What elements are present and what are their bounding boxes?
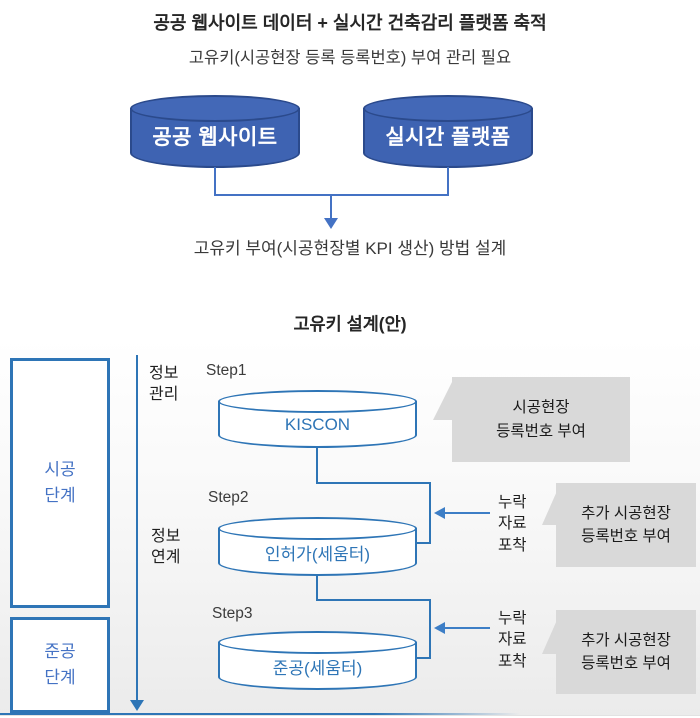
bottom-divider — [0, 715, 700, 716]
phase-label: 시공 단계 — [44, 459, 76, 505]
connector-line — [417, 542, 431, 544]
step1-label: Step1 — [206, 362, 247, 379]
connector-line — [429, 482, 431, 544]
connector-line — [429, 599, 431, 659]
flow-arrowhead-icon — [130, 700, 144, 711]
bottom-divider-accent — [0, 713, 520, 715]
database-inhuga-seumter: 인허가(세움터) — [218, 517, 417, 576]
phase-label: 준공 단계 — [44, 641, 76, 687]
connector-line — [214, 167, 216, 196]
missing-data-label: 누락 자료 포착 — [498, 494, 527, 554]
missing-data-arrow-line — [445, 627, 490, 629]
connector-line — [316, 447, 318, 484]
database-label: 실시간 플랫폼 — [385, 126, 511, 149]
connector-line — [316, 482, 431, 484]
cylinder-top — [363, 95, 533, 122]
database-realtime-platform: 실시간 플랫폼 — [363, 95, 533, 168]
left-arrowhead-icon — [434, 507, 445, 519]
callout-site-registration: 시공현장 등록번호 부여 — [452, 377, 630, 462]
callout-additional-site-2: 추가 시공현장 등록번호 부여 — [556, 610, 696, 694]
top-caption: 고유키 부여(시공현장별 KPI 생산) 방법 설계 — [193, 239, 507, 258]
database-label: 준공(세움터) — [272, 658, 363, 678]
flow-label-info-linkage: 정보 연계 — [151, 528, 181, 566]
missing-data-label: 누락 자료 포착 — [498, 610, 527, 670]
step2-label: Step2 — [208, 489, 249, 506]
database-label: 인허가(세움터) — [264, 544, 371, 564]
cylinder-top — [218, 517, 417, 540]
cylinder-top — [130, 95, 300, 122]
top-subtitle: 고유키(시공현장 등록 등록번호) 부여 관리 필요 — [188, 49, 512, 67]
database-public-website: 공공 웹사이트 — [130, 95, 300, 168]
connector-line — [316, 575, 318, 601]
step3-label: Step3 — [212, 605, 253, 622]
flow-arrow-line — [136, 355, 138, 702]
cylinder-top — [218, 390, 417, 413]
connector-line — [316, 599, 431, 601]
database-kiscon: KISCON — [218, 390, 417, 448]
connector-line — [214, 194, 449, 196]
top-title: 공공 웹사이트 데이터 + 실시간 건축감리 플랫폼 축적 — [153, 13, 547, 33]
flow-label-info-management: 정보 관리 — [149, 365, 179, 403]
database-jungong-seumter: 준공(세움터) — [218, 631, 417, 690]
connector-line — [417, 657, 431, 659]
phase-box-construction: 시공 단계 — [10, 358, 110, 608]
database-label: 공공 웹사이트 — [152, 126, 278, 149]
down-arrowhead-icon — [324, 218, 338, 229]
database-label: KISCON — [284, 414, 351, 434]
missing-data-arrow-line — [445, 512, 490, 514]
left-arrowhead-icon — [434, 622, 445, 634]
design-title: 고유키 설계(안) — [293, 314, 407, 334]
connector-line — [447, 167, 449, 196]
phase-box-completion: 준공 단계 — [10, 617, 110, 713]
cylinder-top — [218, 631, 417, 654]
connector-line — [330, 196, 332, 219]
callout-additional-site-1: 추가 시공현장 등록번호 부여 — [556, 483, 696, 567]
